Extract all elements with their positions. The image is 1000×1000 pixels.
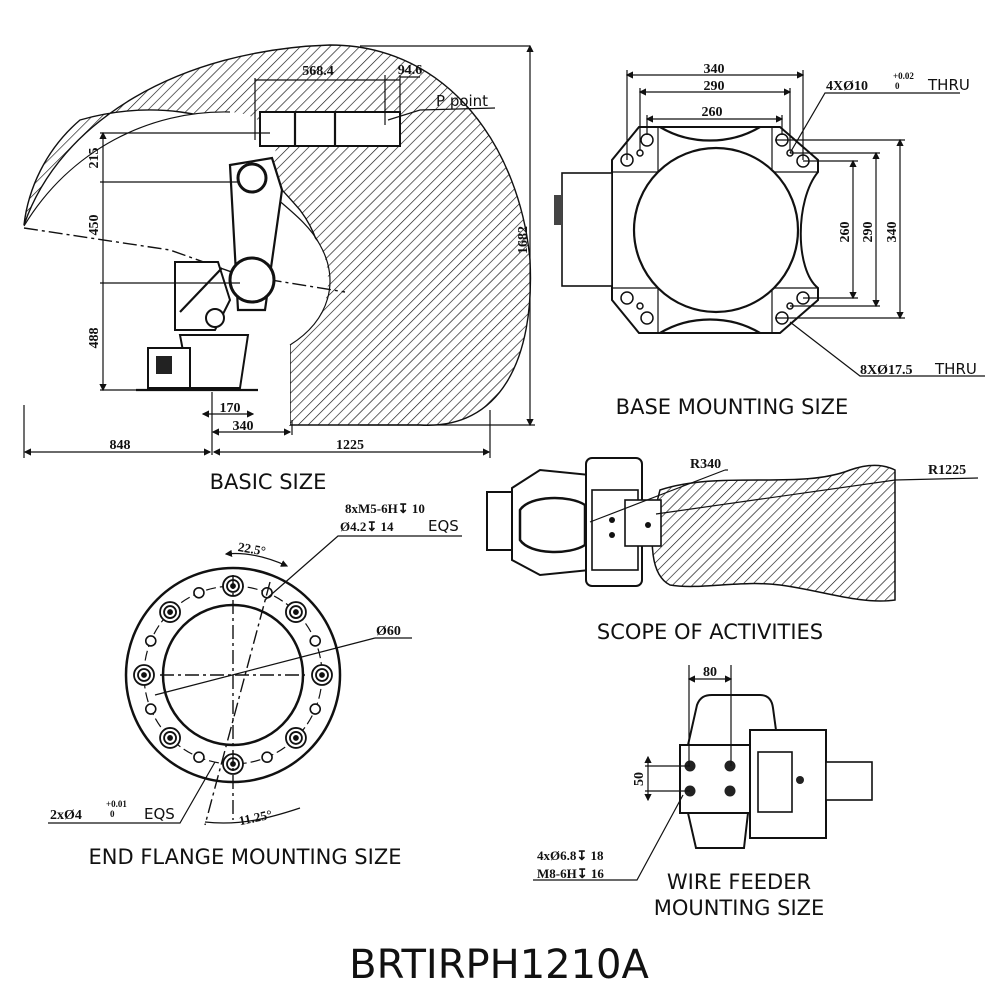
flange-bolt-hole (167, 735, 173, 741)
robot-side-body (136, 111, 401, 392)
feeder-hole (724, 785, 736, 797)
dim-v340: 340 (885, 222, 900, 243)
dim-848: 848 (110, 438, 131, 453)
feeder-callout-line2: M8-6H↧ 16 (537, 866, 604, 881)
dim-170: 170 (220, 401, 241, 416)
connector-plug (554, 195, 562, 225)
dim-50: 50 (632, 772, 647, 786)
d4-callout-leader (48, 761, 216, 824)
feeder-cover (757, 751, 793, 813)
basic-size-caption: BASIC SIZE (210, 470, 327, 494)
r1225-underline (894, 477, 979, 481)
flange-small-hole (193, 751, 205, 764)
callout-4x-d10-thru: THRU (927, 76, 970, 94)
feeder-base (686, 812, 750, 849)
dim-v290: 290 (861, 222, 876, 243)
d60-leader (154, 637, 376, 696)
angle-22-5-arc (224, 549, 289, 567)
dim-h290: 290 (704, 79, 725, 94)
flange-holes (133, 575, 333, 775)
flange-angle-line (204, 581, 271, 826)
callout-8x-d17-5: 8XØ17.5 (860, 363, 913, 378)
base-bore-circle (632, 146, 800, 314)
plate-notch-bottom (659, 318, 761, 334)
dim-1225: 1225 (336, 438, 364, 453)
robot-top-body (486, 457, 662, 587)
callout-8x-d17-5-thru: THRU (934, 360, 977, 378)
basic-size-view: 215 450 488 1682 568.4 94.6 P point 170 … (23, 44, 535, 494)
d4-tol-upper: +0.01 (106, 799, 127, 809)
wire-feeder-caption-line1: WIRE FEEDER (667, 870, 811, 894)
plate-notch-top (659, 126, 761, 142)
p-point-leader (387, 107, 496, 121)
callout-4x-d10-tol-upper: +0.02 (893, 71, 914, 81)
base-connector-box (561, 172, 613, 287)
flange-small-hole (309, 703, 322, 715)
dim-215: 215 (87, 148, 102, 169)
feeder-shaft (825, 761, 873, 801)
feeder-callout-leader (533, 794, 684, 881)
dim-h340: 340 (704, 62, 725, 77)
feeder-mount-plate (679, 744, 751, 814)
model-name: BRTIRPH1210A (349, 942, 649, 988)
flange-bolt-hole (167, 609, 173, 615)
callout-leader-top (789, 92, 960, 154)
r340-label: R340 (690, 457, 721, 472)
m5-callout-line1: 8xM5-6H↧ 10 (345, 501, 425, 516)
dim-h260: 260 (702, 105, 723, 120)
wire-feeder-caption-line2: MOUNTING SIZE (654, 896, 825, 920)
dim-450: 450 (87, 215, 102, 236)
m5-callout-line2: Ø4.2↧ 14 (340, 519, 394, 534)
d4-callout-suffix: EQS (144, 805, 175, 823)
end-flange-caption: END FLANGE MOUNTING SIZE (89, 845, 402, 869)
dim-488: 488 (87, 328, 102, 349)
flange-small-hole (309, 635, 322, 647)
d4-callout-text: 2xØ4 (50, 808, 82, 823)
flange-small-hole (261, 751, 273, 764)
feeder-hole (724, 760, 736, 772)
scope-caption: SCOPE OF ACTIVITIES (597, 620, 823, 644)
feeder-knob (796, 776, 804, 784)
base-mounting-caption: BASE MOUNTING SIZE (616, 395, 849, 419)
flange-bolt-hole (319, 672, 325, 678)
flange-small-hole (144, 635, 157, 647)
scope-hatch-area (651, 464, 896, 602)
r1225-label: R1225 (928, 463, 966, 478)
end-flange-view: Ø60 22.5° 8xM5-6H↧ 10 Ø4.2↧ 14 EQS 2xØ4 … (48, 501, 462, 869)
scope-view: R340 R1225 SCOPE OF ACTIVITIES (486, 457, 979, 644)
angle-11-25-label: 11.25° (237, 807, 273, 829)
m5-callout-suffix: EQS (428, 517, 459, 535)
feeder-callout-line1: 4xØ6.8↧ 18 (537, 848, 604, 863)
base-mounting-view: 340 290 260 260 290 340 4XØ10 +0.02 0 TH… (554, 62, 985, 419)
callout-4x-d10-tol-lower: 0 (895, 81, 900, 91)
inner-envelope-edge (23, 111, 231, 227)
callout-leader-bottom (789, 321, 985, 377)
r340-leader (589, 469, 726, 523)
flange-small-hole (193, 586, 205, 599)
flange-bolt-hole (293, 735, 299, 741)
p-point-label: P point (436, 92, 488, 110)
dim-80: 80 (703, 665, 717, 680)
flange-bolt-hole (141, 672, 147, 678)
m5-callout-leader (264, 535, 462, 601)
r1225-leader (655, 479, 896, 515)
dim-1682: 1682 (516, 226, 531, 254)
dim-340: 340 (233, 419, 254, 434)
dim-v260: 260 (838, 222, 853, 243)
flange-bolt-hole (293, 609, 299, 615)
wire-feeder-view: 80 50 4xØ6.8↧ 18 M8-6H↧ 16 WIRE FEEDER M… (533, 665, 873, 920)
callout-4x-d10: 4XØ10 (826, 79, 868, 94)
dim-568-4: 568.4 (302, 64, 334, 79)
flange-small-hole (144, 703, 157, 715)
d4-tol-lower: 0 (110, 809, 115, 819)
dim-94-6: 94.6 (398, 63, 423, 78)
angle-11-25-arc (204, 807, 301, 824)
d60-label: Ø60 (376, 624, 401, 639)
angle-22-5-label: 22.5° (237, 539, 267, 559)
